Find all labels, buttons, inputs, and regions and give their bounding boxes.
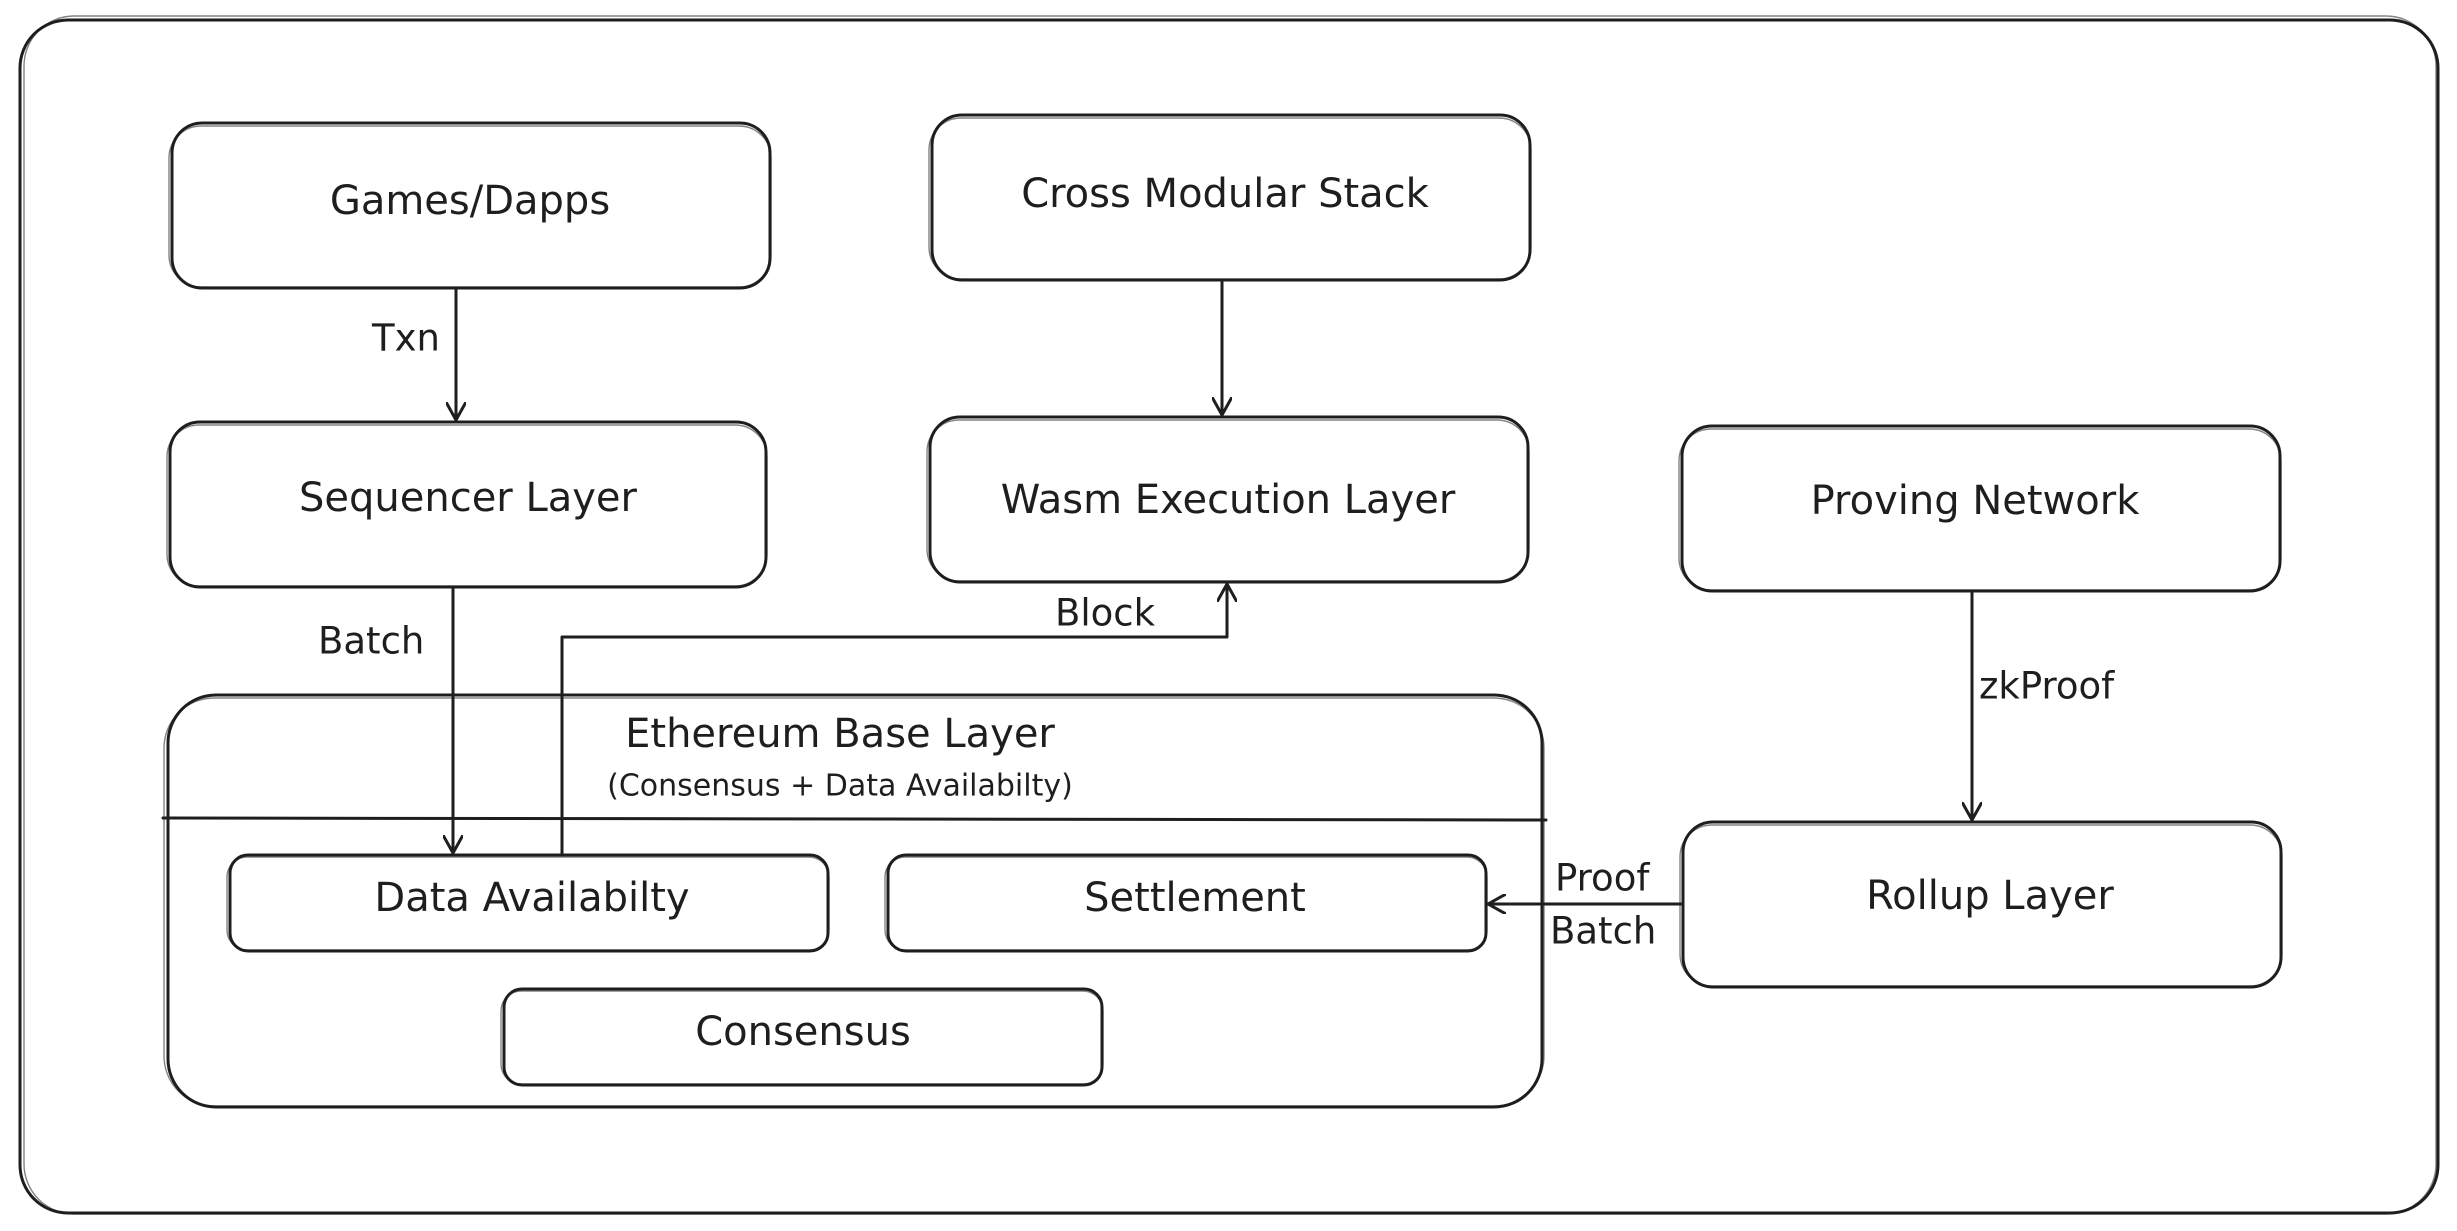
- block-label: Block: [1055, 592, 1156, 635]
- sequencer-layer-node[interactable]: Sequencer Layer: [166, 420, 768, 589]
- edges: Txn Batch Block zkProof Proof Batch: [318, 280, 2115, 953]
- ethereum-base-layer-subtitle: (Consensus + Data Availabilty): [607, 769, 1073, 804]
- zkproof-label: zkProof: [1979, 665, 2115, 708]
- games-dapps-label: Games/Dapps: [330, 178, 610, 224]
- wasm-execution-layer-node[interactable]: Wasm Execution Layer: [926, 415, 1530, 584]
- rollup-batch-label: Batch: [1550, 910, 1656, 953]
- wasm-execution-layer-label: Wasm Execution Layer: [1001, 477, 1456, 523]
- ethereum-base-layer-title: Ethereum Base Layer: [625, 711, 1055, 757]
- data-availability-label: Data Availabilty: [374, 875, 689, 921]
- games-dapps-node[interactable]: Games/Dapps: [168, 121, 772, 290]
- ethereum-base-layer-divider: [161, 816, 1548, 822]
- consensus-label: Consensus: [695, 1009, 911, 1055]
- cross-modular-stack-label: Cross Modular Stack: [1021, 171, 1429, 217]
- proof-label: Proof: [1555, 857, 1650, 900]
- batch-label: Batch: [318, 620, 424, 663]
- consensus-node[interactable]: Consensus: [500, 987, 1104, 1087]
- block-arrow: [560, 582, 1227, 855]
- sequencer-layer-label: Sequencer Layer: [299, 475, 638, 521]
- rollup-layer-node[interactable]: Rollup Layer: [1679, 820, 2283, 989]
- txn-label: Txn: [371, 317, 440, 360]
- cross-modular-stack-node[interactable]: Cross Modular Stack: [928, 113, 1532, 282]
- proving-network-node[interactable]: Proving Network: [1678, 424, 2282, 593]
- proving-network-label: Proving Network: [1811, 478, 2141, 524]
- settlement-node[interactable]: Settlement: [884, 853, 1488, 953]
- settlement-label: Settlement: [1084, 875, 1306, 921]
- rollup-layer-label: Rollup Layer: [1866, 873, 2114, 919]
- data-availability-node[interactable]: Data Availabilty: [226, 853, 830, 953]
